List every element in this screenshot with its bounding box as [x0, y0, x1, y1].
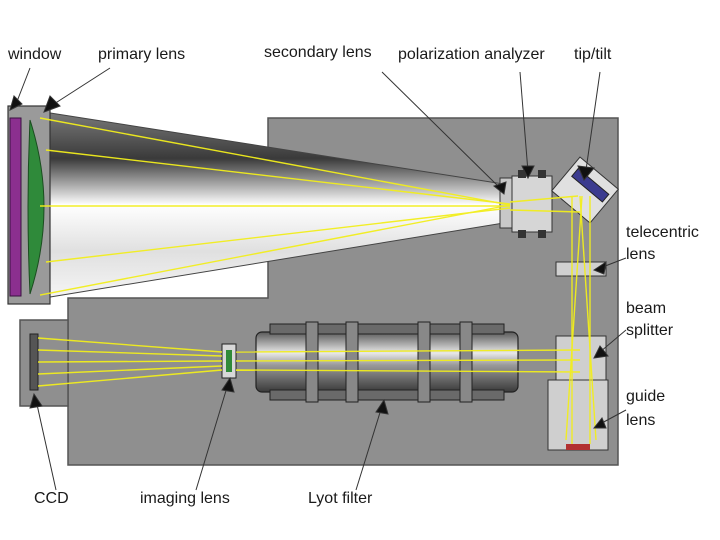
lyot-filter-body	[255, 331, 519, 393]
leader-window	[15, 67, 31, 105]
lyot-filter-bottom-rail	[269, 389, 505, 401]
ray	[509, 209, 581, 213]
ccd-sensor	[29, 333, 39, 391]
arrowhead	[592, 260, 607, 275]
lyot-filter-ring	[345, 321, 359, 403]
label-tip-tilt: tip/tilt	[574, 46, 612, 63]
arrowhead	[521, 165, 535, 180]
label-lyot-filter: Lyot filter	[308, 490, 373, 507]
ray	[37, 337, 223, 353]
ray	[37, 369, 223, 387]
label-secondary-lens: secondary lens	[264, 44, 372, 61]
label-beam-splitter-line2: splitter	[626, 322, 674, 339]
leader-polarization-analyzer	[519, 71, 529, 173]
ray	[235, 349, 581, 353]
ccd-housing	[19, 319, 69, 407]
guide-lens-accent	[566, 444, 590, 450]
ray	[565, 195, 583, 441]
label-ccd: CCD	[34, 490, 69, 507]
arrowhead	[577, 165, 595, 181]
label-beam-splitter-line1: beam	[626, 300, 667, 317]
ray	[45, 207, 511, 263]
arrowhead	[375, 398, 389, 415]
leader-primary-lens	[53, 67, 111, 105]
lyot-filter-top-rail	[269, 323, 505, 335]
light-rays	[37, 117, 597, 444]
tip-tilt-mount	[551, 156, 619, 224]
leader-ccd	[35, 399, 57, 491]
arrowhead	[221, 376, 235, 393]
label-guide-lens-line1: guide	[626, 388, 666, 405]
arrowhead	[9, 95, 23, 111]
lyot-filter-ring	[417, 321, 431, 403]
tip-tilt-mirror	[571, 167, 610, 203]
ray	[235, 369, 581, 373]
window-element	[9, 117, 22, 297]
arrowhead	[593, 345, 609, 359]
ray	[39, 204, 511, 296]
ray	[37, 360, 223, 363]
label-polarization-analyzer: polarization analyzer	[398, 46, 545, 63]
label-telecentric-lens-line2: lens	[626, 246, 656, 263]
leader-lyot-filter	[355, 405, 383, 491]
imaging-lens-glass	[226, 350, 232, 372]
ray	[579, 195, 597, 441]
ray	[39, 117, 511, 206]
ray	[509, 195, 579, 203]
leader-lines	[9, 67, 627, 491]
ray	[37, 349, 223, 357]
guide-lens-mount	[547, 379, 609, 451]
label-telecentric-lens-line1: telecentric	[626, 224, 699, 241]
leader-secondary-lens	[381, 71, 501, 189]
beam-splitter-mount	[555, 335, 607, 381]
ray	[235, 359, 581, 362]
label-primary-lens: primary lens	[98, 46, 186, 63]
ray	[37, 365, 223, 375]
arrowhead	[592, 417, 607, 429]
analyzer-tab-bottom	[538, 230, 546, 238]
primary-lens-element	[27, 119, 45, 295]
leader-guide-lens	[599, 409, 627, 425]
leader-imaging-lens	[195, 383, 229, 491]
leader-beam-splitter	[599, 329, 627, 353]
arrowhead	[29, 392, 43, 409]
leader-tip-tilt	[585, 71, 601, 171]
label-guide-lens-line2: lens	[626, 412, 656, 429]
label-window: window	[8, 46, 62, 63]
analyzer-tab-top	[538, 170, 546, 178]
lyot-filter-ring	[305, 321, 319, 403]
analyzer-tab-bottom	[518, 230, 526, 238]
arrowhead	[43, 95, 61, 113]
telecentric-lens-mount	[555, 261, 607, 277]
lyot-filter-ring	[459, 321, 473, 403]
arrowhead	[492, 181, 507, 195]
ray	[45, 149, 511, 205]
polarization-analyzer-mount	[511, 175, 553, 233]
label-imaging-lens: imaging lens	[140, 490, 230, 507]
analyzer-tab-top	[518, 170, 526, 178]
